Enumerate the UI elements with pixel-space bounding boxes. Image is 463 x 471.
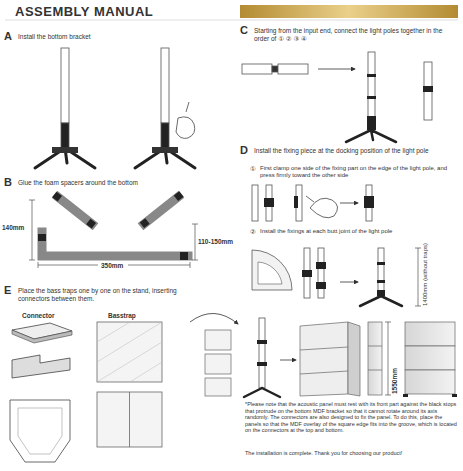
step-letter: A [4,30,12,43]
dimension: 1550mm [391,368,399,394]
title: ASSEMBLY MANUAL [15,4,153,20]
step-letter: B [4,176,12,189]
sub-step-text: First clamp one side of the fixing part … [260,165,455,179]
step-text: Glue the foam spacers around the bottom [18,179,218,187]
dimension: 350mm [101,262,123,270]
dimension: 110-150mm [198,238,233,246]
step-letter: D [240,144,248,157]
sub-step-number: ② [250,228,256,236]
step-letter: C [240,24,248,37]
step-text: Place the bass traps one by one on the s… [18,287,193,303]
closing-note: The installation is complete. Thank you … [245,450,457,457]
part-name: Connector [22,312,55,320]
sub-step-number: ① [250,165,256,173]
sub-step-text: Install the fixings at each butt joint o… [260,228,410,235]
step-text: Starting from the input end, connect the… [254,27,454,43]
dimension: 1400mm (without traps) [422,243,429,306]
dimension: 140mm [2,224,24,232]
step-text: Install the bottom bracket [18,33,218,41]
step-text: Install the fixing piece at the docking … [254,147,454,155]
note: *Please note that the acoustic panel mus… [245,401,457,434]
step-letter: E [4,284,11,297]
part-name: Basstrap [108,312,136,320]
